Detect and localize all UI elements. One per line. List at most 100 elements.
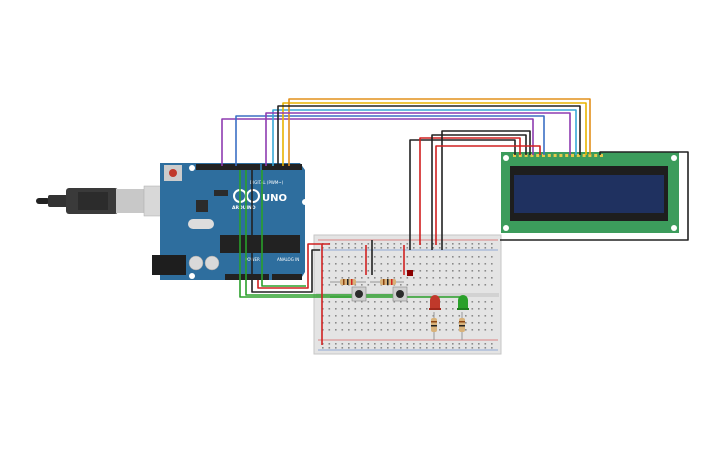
breadboard-hole [439,343,441,345]
breadboard-hole [341,270,344,272]
breadboard-hole [335,329,337,331]
breadboard-hole [374,322,376,324]
breadboard-hole [400,329,402,331]
breadboard-hole [471,329,474,331]
breadboard-hole [471,277,474,279]
breadboard-hole [361,322,363,324]
breadboard-hole [374,256,376,258]
breadboard-hole [413,308,415,310]
breadboard-hole [387,343,389,345]
breadboard-hole [484,284,487,286]
breadboard-hole [458,270,461,272]
breadboard-hole [478,263,480,265]
wire-red-arduino [257,243,330,289]
breadboard-hole [432,347,435,349]
breadboard-hole [413,301,415,303]
breadboard-hole [445,270,448,272]
breadboard-hole [484,322,487,324]
breadboard-hole [452,308,454,310]
breadboard-hole [322,347,324,349]
breadboard-hole [361,277,363,279]
reset-button [169,169,177,177]
breadboard-hole [406,301,409,303]
breadboard-hole [478,322,480,324]
breadboard-hole [426,263,428,265]
breadboard-hole [361,243,363,245]
breadboard-hole [354,243,357,245]
breadboard-hole [354,247,357,249]
wire-purple [221,118,534,166]
breadboard-hole [406,263,409,265]
breadboard-hole [335,284,337,286]
breadboard-hole [348,347,350,349]
wire-orange [288,98,591,166]
breadboard-hole [400,263,402,265]
breadboard-hole [406,247,409,249]
breadboard-hole [335,322,337,324]
breadboard-hole [432,243,435,245]
breadboard-hole [478,277,480,279]
breadboard-hole [348,277,350,279]
breadboard-hole [419,329,422,331]
breadboard-hole [478,308,480,310]
breadboard-hole [374,284,376,286]
breadboard-hole [361,308,363,310]
breadboard-hole [354,347,357,349]
breadboard-hole [484,343,487,345]
breadboard-hole [387,315,389,317]
analog-label: ANALOG IN [277,257,299,262]
breadboard-hole [361,247,363,249]
lcd-pin [588,154,592,157]
breadboard-hole [354,308,357,310]
breadboard-hole [348,270,350,272]
breadboard-hole [341,329,344,331]
breadboard-hole [484,263,487,265]
breadboard-hole [458,256,461,258]
breadboard-hole [341,343,344,345]
breadboard-hole [452,315,454,317]
wire-cyan [272,109,577,166]
breadboard-hole [452,343,454,345]
breadboard-hole [367,322,370,324]
breadboard-hole [328,284,331,286]
breadboard-hole [478,347,480,349]
breadboard-hole [406,343,409,345]
breadboard-hole [374,263,376,265]
lcd-pin [594,154,598,157]
breadboard-hole [452,329,454,331]
breadboard-hole [380,247,383,249]
breadboard-hole [348,322,350,324]
breadboard-hole [367,247,370,249]
breadboard-hole [445,301,448,303]
breadboard-hole [400,277,402,279]
breadboard-hole [426,270,428,272]
breadboard-hole [400,347,402,349]
breadboard-hole [354,284,357,286]
breadboard-hole [439,315,441,317]
breadboard-hole [341,315,344,317]
breadboard-hole [413,243,415,245]
breadboard-hole [491,322,493,324]
breadboard-hole [328,247,331,249]
breadboard-hole [432,343,435,345]
breadboard-hole [393,243,396,245]
lcd-pin [530,154,534,157]
breadboard-hole [387,322,389,324]
breadboard-hole [335,247,337,249]
breadboard-hole [367,277,370,279]
breadboard-hole [478,329,480,331]
breadboard-hole [374,247,376,249]
breadboard-hole [471,263,474,265]
breadboard-hole [413,315,415,317]
wire-purple-2 [265,112,571,166]
breadboard-hole [348,256,350,258]
breadboard-hole [341,243,344,245]
breadboard-hole [380,277,383,279]
breadboard-hole [471,284,474,286]
breadboard-hole [426,315,428,317]
breadboard-hole [361,347,363,349]
breadboard-hole [426,322,428,324]
breadboard-hole [471,315,474,317]
usb-cable [36,185,173,217]
breadboard-hole [348,243,350,245]
